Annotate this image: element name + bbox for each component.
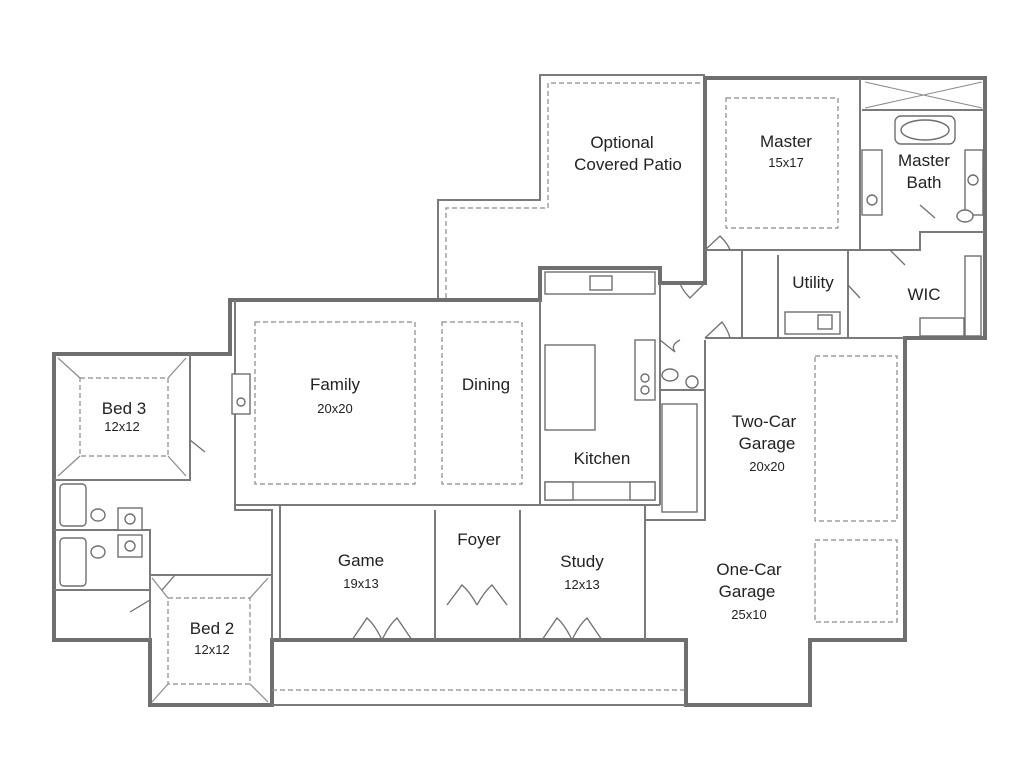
family-size: 20x20: [317, 401, 352, 416]
two-car-garage-label-line1: Two-Car: [732, 412, 797, 431]
one-car-garage-size: 25x10: [731, 607, 766, 622]
toilet-icon: [90, 545, 106, 559]
wic-label: WIC: [907, 285, 940, 304]
double-door-icon: [446, 584, 478, 606]
bed3-size: 12x12: [104, 419, 139, 434]
bathtub-icon: [59, 537, 87, 587]
toilet-icon: [956, 209, 974, 223]
dining-label: Dining: [462, 375, 510, 394]
patio-label-line2: Covered Patio: [574, 155, 682, 174]
one-car-garage-label-line1: One-Car: [716, 560, 782, 579]
fixtures: [59, 81, 984, 587]
tray-ceiling-lines: [57, 357, 269, 703]
master-label: Master: [760, 132, 812, 151]
master-bath-label-line2: Bath: [907, 173, 942, 192]
bed2-size: 12x12: [194, 642, 229, 657]
ceiling-outlines: [79, 97, 898, 685]
patio-label-line1: Optional: [590, 133, 653, 152]
master-size: 15x17: [768, 155, 803, 170]
cooktop-icon: [640, 373, 650, 383]
interior-walls: [54, 78, 985, 640]
double-door-icon: [541, 617, 573, 641]
toilet-icon: [661, 368, 679, 382]
family-label: Family: [310, 375, 361, 394]
game-label: Game: [338, 551, 384, 570]
study-size: 12x13: [564, 577, 599, 592]
room-labels: Optional Covered Patio Master 15x17 Mast…: [102, 132, 951, 657]
study-label: Study: [560, 552, 604, 571]
master-bath-label-line1: Master: [898, 151, 950, 170]
two-car-garage-size: 20x20: [749, 459, 784, 474]
fireplace-icon: [231, 373, 251, 415]
kitchen-island-icon: [544, 344, 596, 431]
doors: [129, 204, 936, 641]
two-car-garage-label-line2: Garage: [739, 434, 796, 453]
one-car-garage-label-line2: Garage: [719, 582, 776, 601]
bed2-label: Bed 2: [190, 619, 234, 638]
utility-label: Utility: [792, 273, 834, 292]
bed3-label: Bed 3: [102, 399, 146, 418]
game-size: 19x13: [343, 576, 378, 591]
double-door-icon: [351, 617, 383, 641]
foyer-label: Foyer: [457, 530, 501, 549]
kitchen-label: Kitchen: [574, 449, 631, 468]
toilet-icon: [90, 508, 106, 522]
bathtub-icon: [59, 483, 87, 527]
exterior-walls: [52, 74, 987, 707]
